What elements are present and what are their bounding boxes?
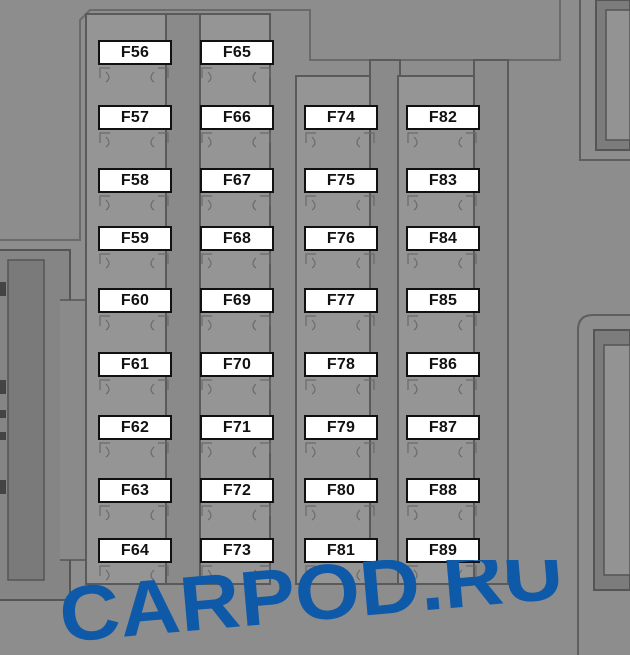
fuse-label-f66: F66 [200,105,274,130]
fuse-slot [99,195,169,211]
fuse-label-f68: F68 [200,226,274,251]
fuse-slot [201,195,271,211]
fuse-slot [99,67,169,83]
fuse-slot [99,132,169,148]
fuse-slot [99,379,169,395]
fuse-slot [407,315,477,331]
fuse-label-f59: F59 [98,226,172,251]
fuse-slot [99,442,169,458]
fuse-slot [407,253,477,269]
fuse-label-f81: F81 [304,538,378,563]
fuse-slot [201,132,271,148]
fuse-slot [407,505,477,521]
fuse-label-f86: F86 [406,352,480,377]
fuse-slot [201,505,271,521]
fuse-label-f82: F82 [406,105,480,130]
fuse-slot [201,565,271,581]
fuse-label-f76: F76 [304,226,378,251]
fuse-label-f89: F89 [406,538,480,563]
fuse-label-f84: F84 [406,226,480,251]
fuse-slot [201,67,271,83]
fuse-label-f57: F57 [98,105,172,130]
watermark-text: CARPOD.RU [62,560,567,655]
fuse-label-f75: F75 [304,168,378,193]
fuse-label-f77: F77 [304,288,378,313]
fuse-slot [305,253,375,269]
fuse-slot [305,565,375,581]
fuse-slot [99,565,169,581]
carpod-watermark: CARPOD.RU [62,560,567,655]
fuse-label-f62: F62 [98,415,172,440]
fuse-slot [305,505,375,521]
fuse-slot [99,505,169,521]
fuse-slot [407,195,477,211]
fuse-slot [201,315,271,331]
fuse-label-f85: F85 [406,288,480,313]
fuse-label-f65: F65 [200,40,274,65]
fuse-label-f83: F83 [406,168,480,193]
fuse-label-f74: F74 [304,105,378,130]
fuse-slot [305,315,375,331]
fuse-label-f87: F87 [406,415,480,440]
fuse-label-f72: F72 [200,478,274,503]
fuse-label-f69: F69 [200,288,274,313]
fuse-label-f78: F78 [304,352,378,377]
fuse-slot [407,565,477,581]
fuse-label-f71: F71 [200,415,274,440]
fuse-slot [407,442,477,458]
fuse-slot [305,379,375,395]
fuse-label-f63: F63 [98,478,172,503]
fuse-slot [99,253,169,269]
fuse-slot [99,315,169,331]
fuse-label-f88: F88 [406,478,480,503]
fuse-slot [201,442,271,458]
fuse-slot [407,379,477,395]
fuse-slot [305,195,375,211]
fuse-label-f67: F67 [200,168,274,193]
fuse-label-f61: F61 [98,352,172,377]
fuse-label-f56: F56 [98,40,172,65]
fuse-slot [201,253,271,269]
fuse-label-f60: F60 [98,288,172,313]
fuse-label-f79: F79 [304,415,378,440]
fuse-slot [407,132,477,148]
fuse-label-f73: F73 [200,538,274,563]
fuse-label-f70: F70 [200,352,274,377]
fuse-label-f64: F64 [98,538,172,563]
fuse-label-f80: F80 [304,478,378,503]
fuse-slot [201,379,271,395]
fuse-slot [305,442,375,458]
fuse-label-f58: F58 [98,168,172,193]
fuse-slot [305,132,375,148]
